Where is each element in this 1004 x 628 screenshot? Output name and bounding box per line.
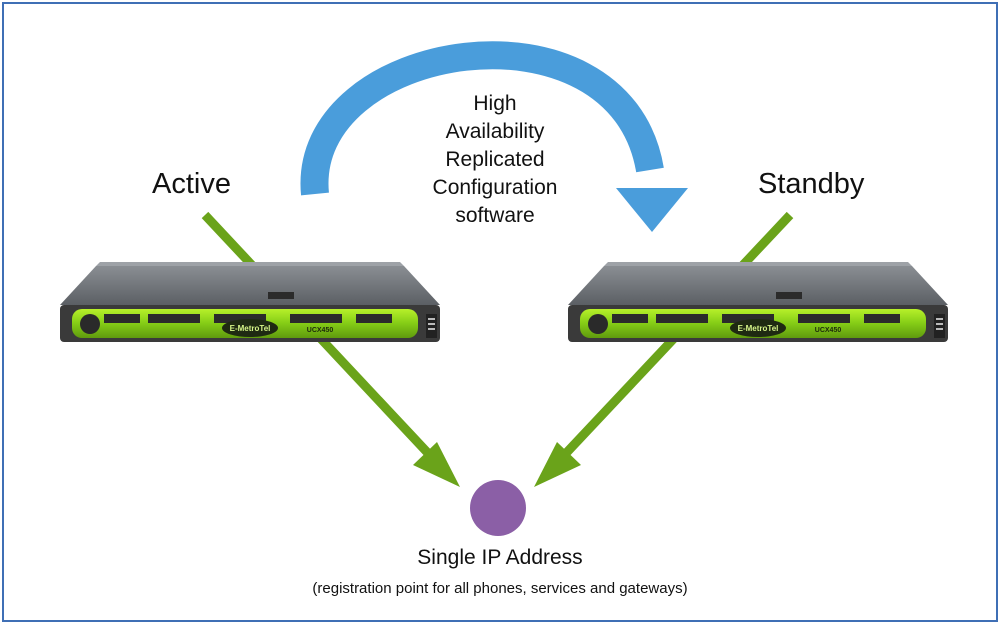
active-to-ip-arrow (201, 211, 460, 487)
standby-server-model: UCX450 (815, 327, 842, 334)
software-label-line: software (455, 204, 535, 227)
standby-to-ip-arrow (534, 211, 794, 487)
software-label-line: High (473, 92, 517, 115)
ip-address-title: Single IP Address (417, 546, 583, 569)
active-server-model: UCX450 (307, 327, 334, 334)
active-server-brand: E-MetroTel (230, 324, 271, 333)
standby-label: Standby (758, 168, 865, 200)
standby-server-brand: E-MetroTel (738, 324, 779, 333)
replication-arrow (300, 41, 688, 232)
ip-address-node (470, 480, 526, 536)
software-label-line: Availability (445, 120, 545, 143)
software-label-line: Configuration (432, 176, 558, 199)
active-server: E-MetroTel UCX450 (60, 262, 440, 342)
active-label: Active (152, 168, 231, 200)
standby-server: E-MetroTel UCX450 (568, 262, 948, 342)
ip-address-subtitle: (registration point for all phones, serv… (312, 580, 688, 597)
software-label-line: Replicated (445, 148, 545, 171)
replication-software-label: High Availability Replicated Configurati… (380, 90, 610, 230)
